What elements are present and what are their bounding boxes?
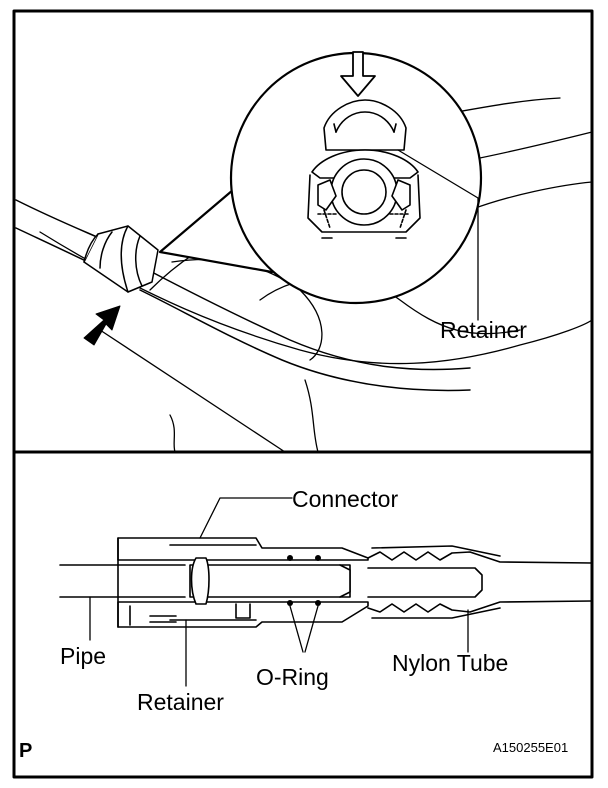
- o-rings: [287, 555, 321, 606]
- outer-border: [12, 9, 594, 779]
- o-ring-label: O-Ring: [256, 664, 329, 690]
- bottom-leaders: [89, 497, 469, 687]
- leader-retainer-top: [397, 149, 479, 321]
- connector-label: Connector: [292, 486, 399, 512]
- connector-on-pipe: [83, 225, 159, 293]
- retainer-top-label: Retainer: [440, 317, 527, 343]
- corner-mark: P: [19, 740, 33, 762]
- pipe-label: Pipe: [60, 643, 107, 669]
- pipe-section: [59, 564, 186, 598]
- figure-code: A150255E01: [493, 740, 569, 755]
- up-right-arrow-filled-icon: [83, 305, 121, 346]
- nylon-tube-section: [367, 545, 593, 619]
- retainer-bottom-label: Retainer: [137, 689, 224, 715]
- inner-pipe: [189, 564, 351, 598]
- retainer-section: [149, 544, 257, 623]
- connector-end-view: [307, 99, 421, 239]
- down-arrow-outline-icon: [340, 51, 376, 97]
- nylon-tube-label: Nylon Tube: [392, 650, 509, 676]
